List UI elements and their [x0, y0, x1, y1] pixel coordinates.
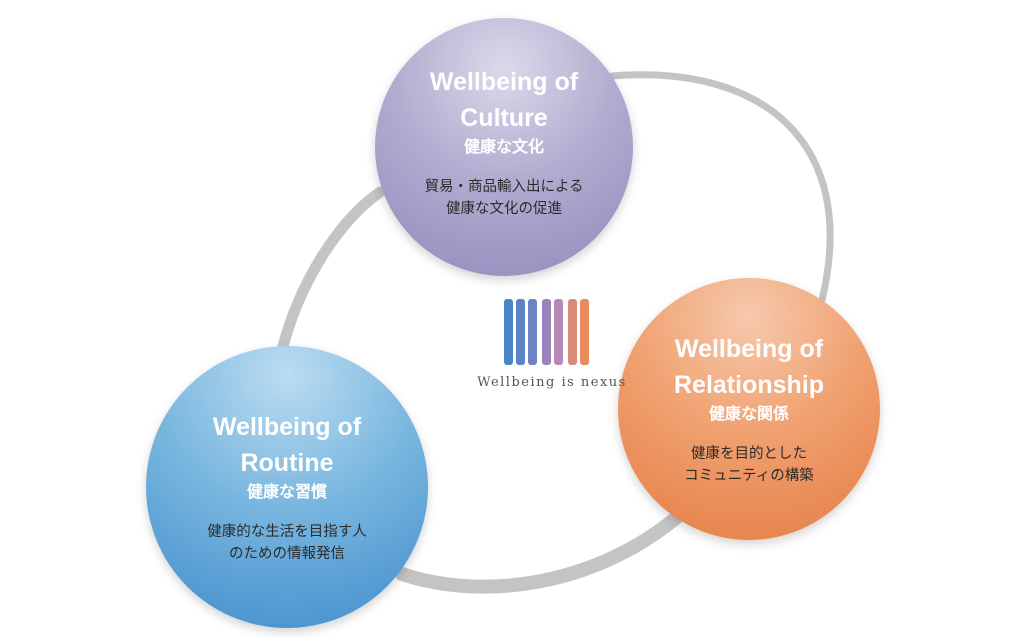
node-routine-jp-title: 健康な習慣 — [246, 482, 327, 501]
wellbeing-is-nexus-logo: Wellbeing is nexus — [462, 293, 642, 403]
logo-bar — [504, 299, 513, 365]
node-routine-title-line2: Routine — [240, 449, 334, 477]
node-routine-description: 健康的な生活を目指す人 のための情報発信 — [207, 521, 367, 565]
logo-bar — [580, 299, 589, 365]
node-relationship-title-line2: Relationship — [673, 371, 824, 399]
logo-bar — [554, 299, 563, 365]
ring-arc-routine-culture — [276, 186, 386, 356]
node-relationship-description: 健康を目的とした コミュニティの構築 — [684, 443, 814, 487]
node-culture-jp-title: 健康な文化 — [463, 137, 544, 156]
node-relationship-jp-title: 健康な関係 — [708, 404, 789, 423]
node-routine: Wellbeing of Routine 健康な習慣 健康的な生活を目指す人 の… — [146, 346, 428, 628]
node-relationship-title-line1: Wellbeing of — [674, 335, 824, 363]
logo-bar — [568, 299, 577, 365]
logo-bar — [516, 299, 525, 365]
logo-bar — [542, 299, 551, 365]
node-relationship-desc-line1: 健康を目的とした — [690, 446, 807, 462]
node-culture-desc-line1: 貿易・商品輸入出による — [424, 179, 584, 195]
logo-mark — [504, 299, 589, 365]
node-relationship: Wellbeing of Relationship 健康な関係 健康を目的とした… — [618, 278, 880, 540]
node-culture: Wellbeing of Culture 健康な文化 貿易・商品輸入出による 健… — [375, 18, 633, 276]
node-routine-desc-line2: のための情報発信 — [229, 546, 345, 562]
logo-bar — [528, 299, 537, 365]
node-culture-description: 貿易・商品輸入出による 健康な文化の促進 — [424, 176, 583, 220]
node-culture-title-line2: Culture — [460, 104, 548, 132]
node-routine-desc-line1: 健康的な生活を目指す人 — [207, 524, 367, 540]
node-routine-title-line1: Wellbeing of — [212, 413, 362, 441]
logo-text: Wellbeing is nexus — [477, 375, 627, 390]
node-culture-desc-line2: 健康な文化の促進 — [445, 201, 562, 217]
ring-arc-relationship-routine — [395, 511, 683, 594]
ring-arc-culture-relationship — [608, 71, 834, 304]
node-relationship-desc-line2: コミュニティの構築 — [684, 468, 814, 484]
node-culture-title-line1: Wellbeing of — [429, 68, 579, 96]
